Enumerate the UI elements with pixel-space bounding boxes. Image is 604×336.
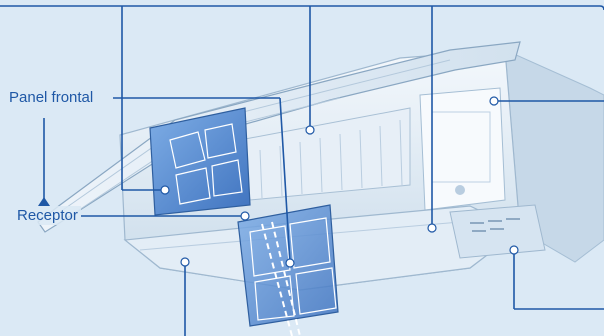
internal-knob — [455, 185, 465, 195]
indicator-panel — [450, 205, 545, 258]
receiver-label: Receptor — [14, 206, 81, 225]
front-panel-label: Panel frontal — [6, 88, 96, 107]
